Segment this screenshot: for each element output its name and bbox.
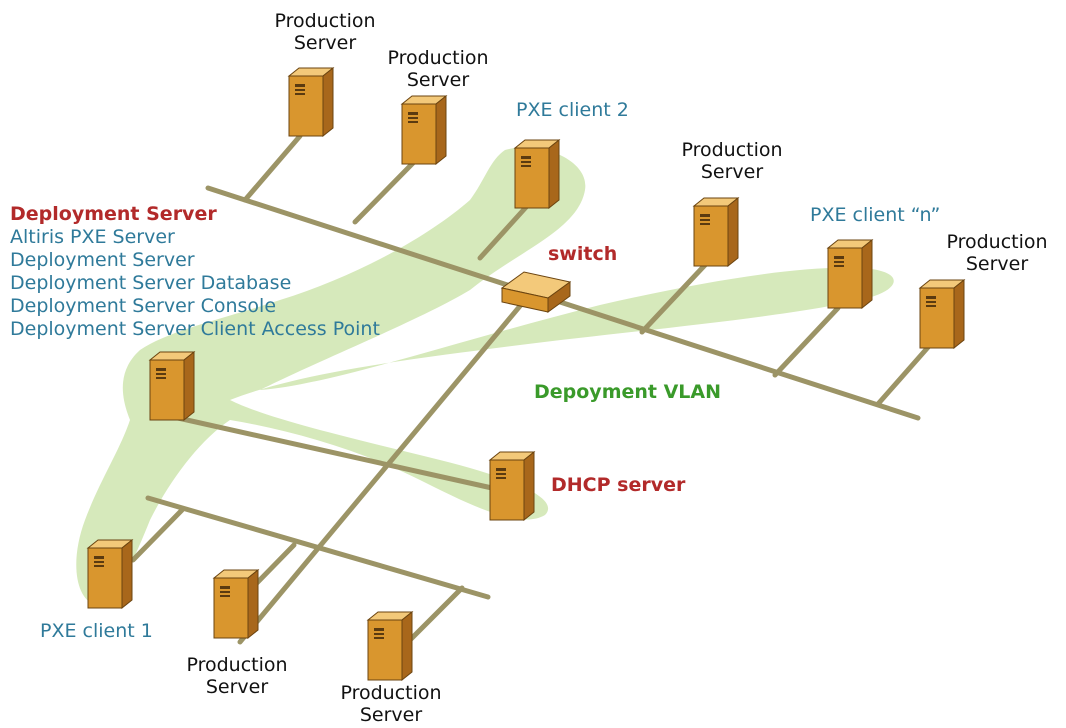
server-icon-production-1 (288, 67, 334, 137)
deployment-server-title: Deployment Server (10, 203, 217, 225)
server-icon-pxe-client-2 (514, 139, 560, 209)
network-switch-icon (500, 271, 572, 313)
server-icon-production-6 (367, 611, 413, 681)
label-switch: switch (548, 243, 618, 265)
server-icon-production-3 (693, 197, 739, 267)
component-console: Deployment Server Console (10, 295, 277, 317)
server-icon-production-2 (401, 95, 447, 165)
server-icon-production-5 (213, 569, 259, 639)
vlan-region (76, 147, 894, 606)
server-icon-deployment-server (149, 351, 195, 421)
label-pxe-client-n: PXE client “n” (810, 204, 941, 226)
component-pxe-server: Altiris PXE Server (10, 226, 175, 248)
label-pxe-client-1: PXE client 1 (40, 620, 153, 642)
server-icon-pxe-client-n (827, 239, 873, 309)
server-icon-dhcp (489, 451, 535, 521)
deployment-server-legend: Deployment Server Altiris PXE Server Dep… (10, 203, 380, 341)
component-client-access-point: Deployment Server Client Access Point (10, 318, 380, 340)
component-deployment-server: Deployment Server (10, 249, 195, 271)
label-pxe-client-2: PXE client 2 (516, 99, 629, 121)
label-deployment-vlan: Depoyment VLAN (534, 381, 722, 403)
label-dhcp-server: DHCP server (551, 474, 686, 496)
server-icon-production-4 (919, 279, 965, 349)
component-database: Deployment Server Database (10, 272, 292, 294)
server-icon-pxe-client-1 (87, 539, 133, 609)
